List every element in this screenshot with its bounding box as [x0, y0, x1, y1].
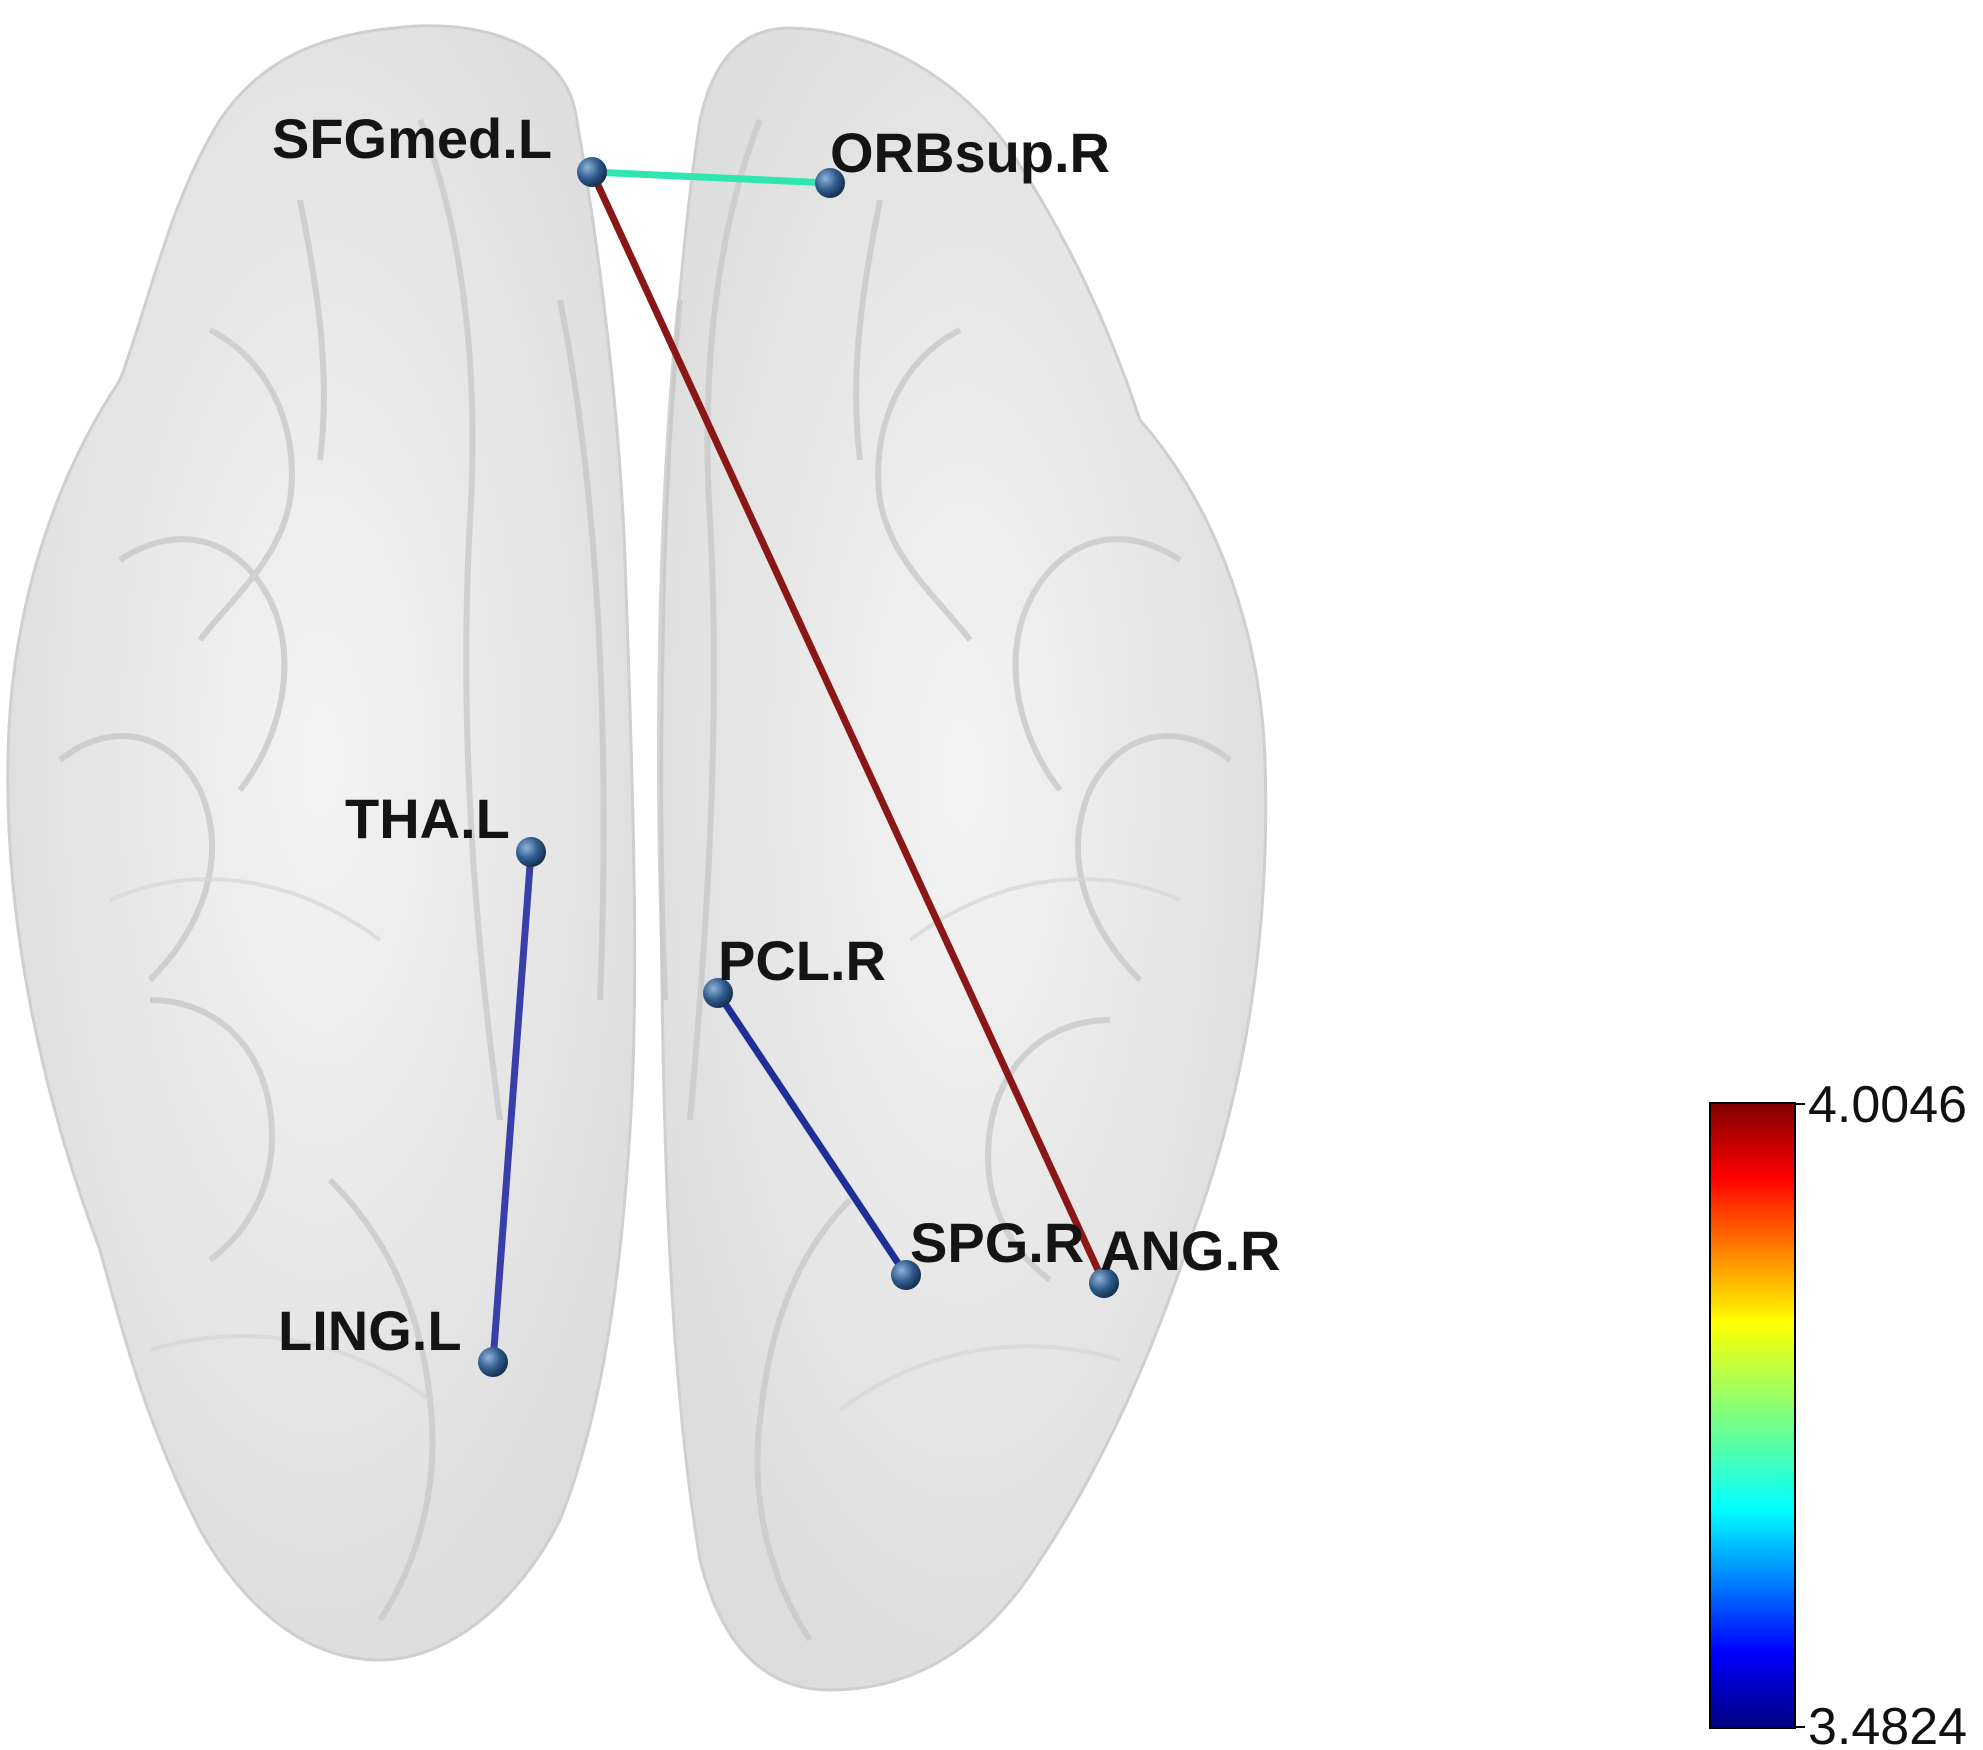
right-hemisphere	[659, 26, 1268, 1692]
node-tha-l: THA.L	[345, 787, 546, 867]
edge-sfgmed-l-ang-r	[588, 168, 1108, 1287]
brain-region-nodes: SFGmed.L ORBsup.R THA.L PCL.R SPG.R ANG.…	[272, 107, 1280, 1377]
node-pcl-r: PCL.R	[703, 929, 886, 1008]
node-label-spg-r: SPG.R	[910, 1211, 1084, 1274]
node-label-ling-l: LING.L	[278, 1299, 462, 1362]
connection-edges	[489, 168, 1108, 1366]
node-ang-r: ANG.R	[1089, 1219, 1280, 1298]
edge-sfgmed-l-orbsup-r	[588, 168, 834, 187]
node-label-tha-l: THA.L	[345, 787, 510, 850]
colorbar-max-label: 4.0046	[1808, 1076, 1967, 1134]
node-label-pcl-r: PCL.R	[718, 929, 886, 992]
colorbar-gradient	[1709, 1102, 1796, 1729]
node-orbsup-r: ORBsup.R	[815, 121, 1110, 198]
node-label-ang-r: ANG.R	[1100, 1219, 1280, 1282]
colorbar: 4.0046 3.4824	[1709, 1076, 1967, 1750]
node-spg-r: SPG.R	[891, 1211, 1084, 1290]
node-sfgmed-l: SFGmed.L	[272, 107, 607, 187]
colorbar-min-label: 3.4824	[1808, 1698, 1967, 1750]
node-sphere	[891, 1260, 921, 1290]
node-label-orbsup-r: ORBsup.R	[830, 121, 1110, 184]
left-hemisphere	[6, 24, 637, 1662]
edge-pcl-r-spg-r	[714, 989, 910, 1279]
node-sphere	[815, 168, 845, 198]
node-label-sfgmed-l: SFGmed.L	[272, 107, 552, 170]
node-sphere	[703, 978, 733, 1008]
node-sphere	[577, 157, 607, 187]
cortical-folds	[58, 118, 1232, 1642]
node-sphere	[1089, 1268, 1119, 1298]
edge-tha-l-ling-l	[489, 848, 535, 1366]
node-ling-l: LING.L	[278, 1299, 508, 1377]
node-sphere	[478, 1347, 508, 1377]
node-sphere	[516, 837, 546, 867]
